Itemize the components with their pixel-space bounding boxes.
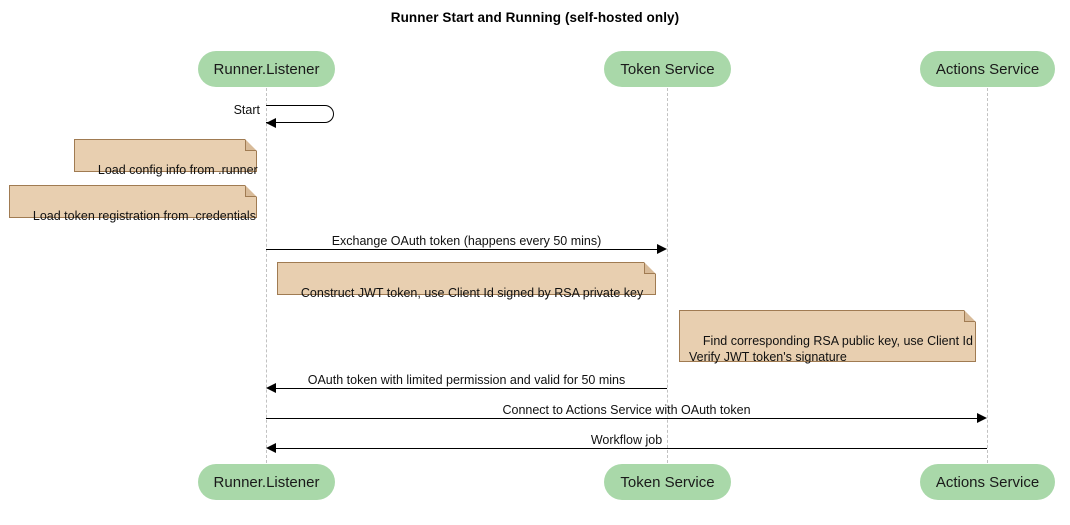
- participant-runner-listener-top[interactable]: Runner.Listener: [198, 51, 335, 87]
- message-self-loop-start: [266, 105, 334, 123]
- note-construct-jwt-token: Construct JWT token, use Client Id signe…: [277, 262, 656, 300]
- message-line-exchange-oauth-token: [266, 249, 658, 250]
- participant-label: Runner.Listener: [213, 473, 320, 491]
- participant-label: Token Service: [620, 473, 715, 491]
- participant-label: Actions Service: [935, 60, 1040, 78]
- note-load-token-registration: Load token registration from .credential…: [9, 185, 257, 223]
- arrow-head-connect-to-actions-service: [977, 413, 987, 423]
- lifeline-runner: [266, 88, 267, 463]
- arrow-head-oauth-token-reply: [266, 383, 276, 393]
- lifeline-token: [667, 88, 668, 463]
- message-line-oauth-token-reply: [275, 388, 667, 389]
- arrow-head-workflow-job: [266, 443, 276, 453]
- lifeline-actions: [987, 88, 988, 463]
- participant-runner-listener-bottom[interactable]: Runner.Listener: [198, 464, 335, 500]
- message-line-connect-to-actions-service: [266, 418, 978, 419]
- arrow-head-exchange-oauth-token: [657, 244, 667, 254]
- note-fold-cut: [245, 185, 257, 197]
- note-text: Construct JWT token, use Client Id signe…: [300, 286, 644, 300]
- note-fold-cut: [644, 262, 656, 274]
- participant-actions-service-top[interactable]: Actions Service: [920, 51, 1055, 87]
- note-verify-jwt-signature: Find corresponding RSA public key, use C…: [679, 310, 976, 364]
- note-text: Load config info from .runner: [97, 163, 258, 177]
- message-line-workflow-job: [275, 448, 987, 449]
- arrow-head-start: [266, 118, 276, 128]
- participant-label: Actions Service: [935, 473, 1040, 491]
- message-label-oauth-token-reply: OAuth token with limited permission and …: [307, 373, 626, 387]
- note-fold-cut: [245, 139, 257, 151]
- participant-label: Token Service: [620, 60, 715, 78]
- participant-label: Runner.Listener: [213, 60, 320, 78]
- participant-actions-service-bottom[interactable]: Actions Service: [920, 464, 1055, 500]
- message-label-workflow-job: Workflow job: [590, 433, 663, 447]
- note-text: Find corresponding RSA public key, use C…: [689, 334, 973, 364]
- note-text: Load token registration from .credential…: [32, 209, 256, 223]
- message-label-connect-to-actions-service: Connect to Actions Service with OAuth to…: [502, 403, 751, 417]
- participant-token-service-bottom[interactable]: Token Service: [604, 464, 731, 500]
- page-title: Runner Start and Running (self-hosted on…: [390, 10, 680, 25]
- message-label-start: Start: [233, 103, 260, 117]
- message-label-exchange-oauth-token: Exchange OAuth token (happens every 50 m…: [331, 234, 602, 248]
- participant-token-service-top[interactable]: Token Service: [604, 51, 731, 87]
- note-load-config-info: Load config info from .runner: [74, 139, 258, 177]
- note-fold-cut: [964, 310, 976, 322]
